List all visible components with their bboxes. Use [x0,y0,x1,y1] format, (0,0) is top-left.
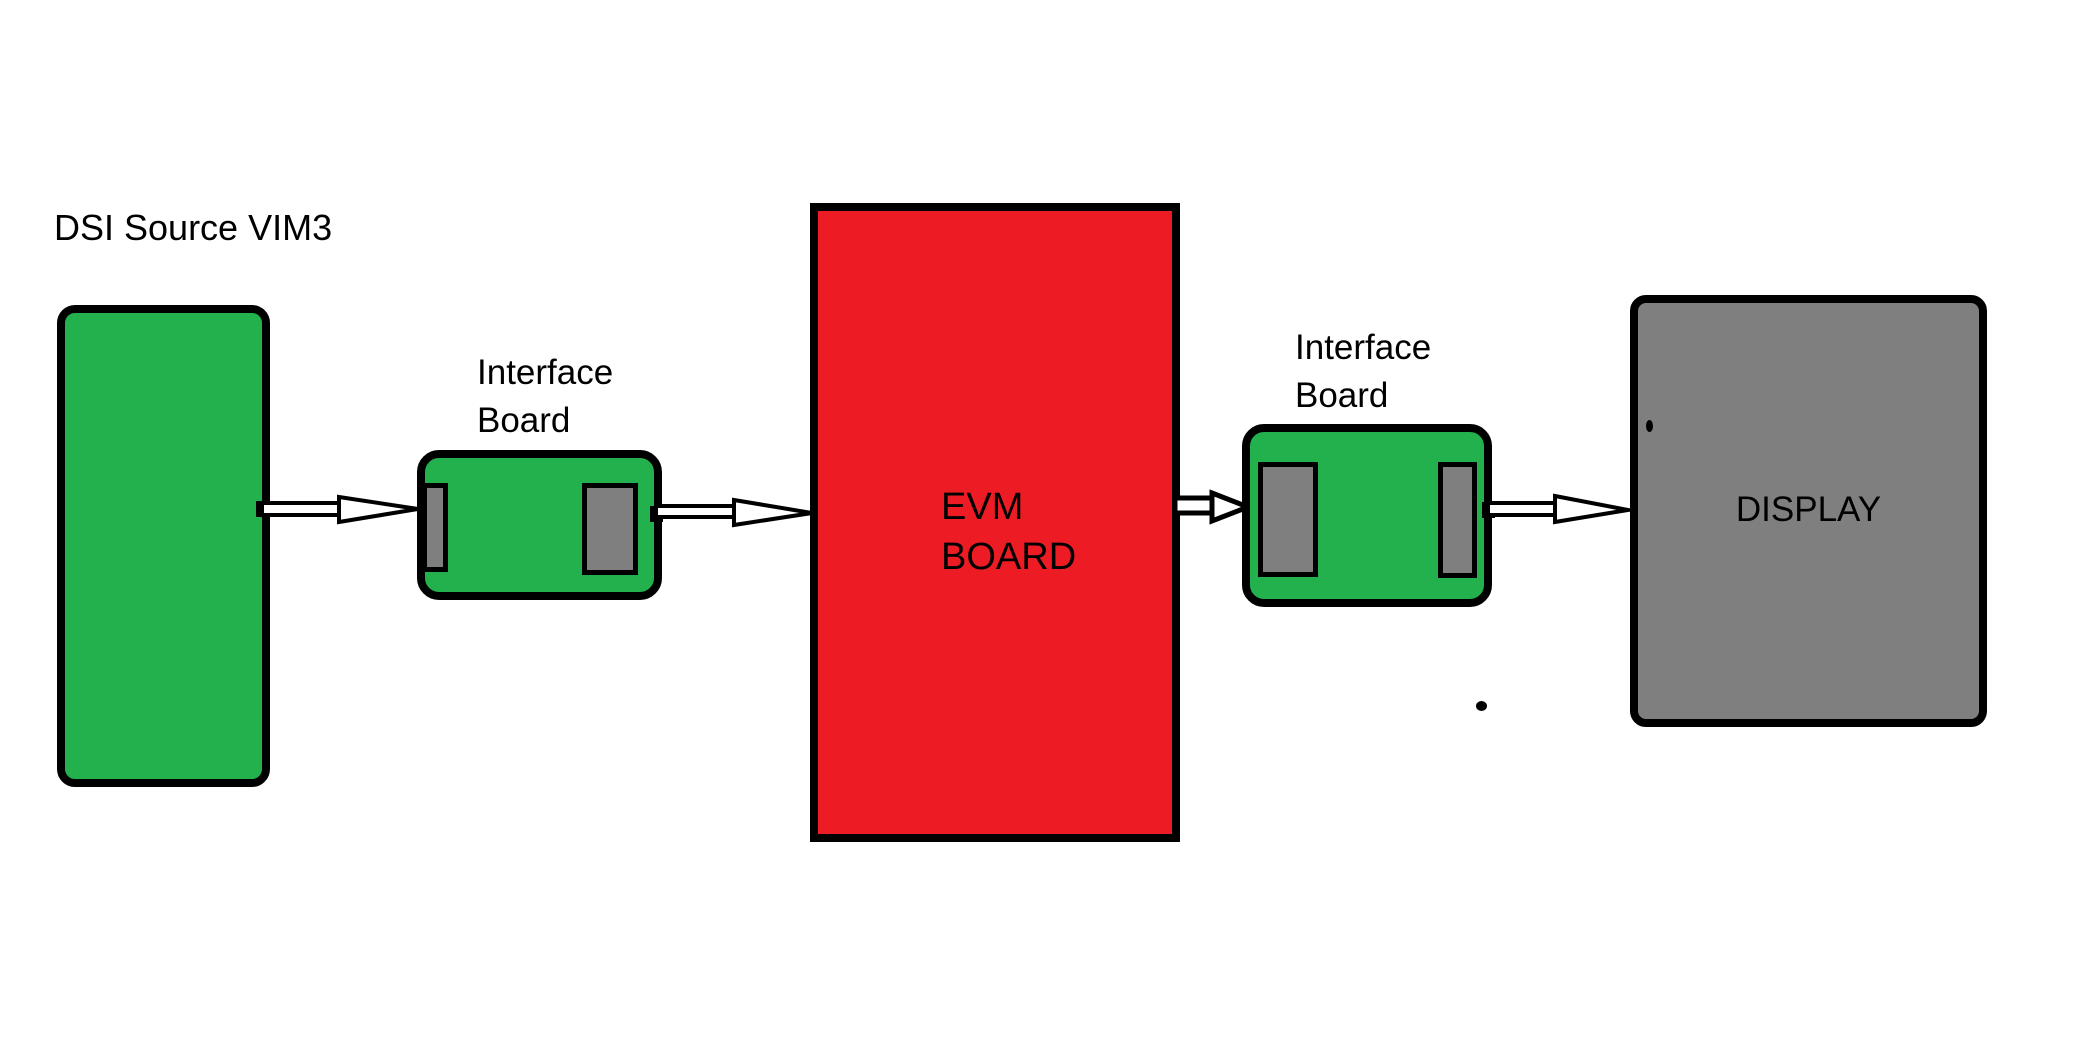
connector-pad [1438,462,1477,578]
evm-board-label: EVM BOARD [941,486,1077,578]
display-label: DISPLAY [1735,490,1882,529]
arrow-head [732,497,825,528]
arrow-shaft [1172,495,1216,516]
source-board [57,305,270,787]
arrow-shaft [654,504,738,519]
connector-pad [1258,462,1318,577]
connector-pad [422,483,448,572]
arrow-shaft [1486,501,1558,517]
source-board-label: DSI Source VIM3 [54,207,333,248]
interface-board-2-label: Interface Board [1295,328,1432,415]
stray-dot [1476,701,1487,711]
right-arrow-2-icon [650,497,825,528]
arrow-head [337,494,431,525]
connector-pad [582,483,638,575]
arrow-head [1209,489,1255,525]
right-arrow-1-icon [256,494,431,525]
right-arrow-3-icon [1172,489,1255,525]
display-panel [1630,295,1987,727]
arrow-shaft [260,501,342,517]
interface-board-1-label: Interface Board [477,353,614,440]
arrow-head [1553,493,1640,525]
right-arrow-4-icon [1482,493,1640,525]
evm-board [810,203,1180,842]
display-pixel-dot [1646,420,1653,432]
